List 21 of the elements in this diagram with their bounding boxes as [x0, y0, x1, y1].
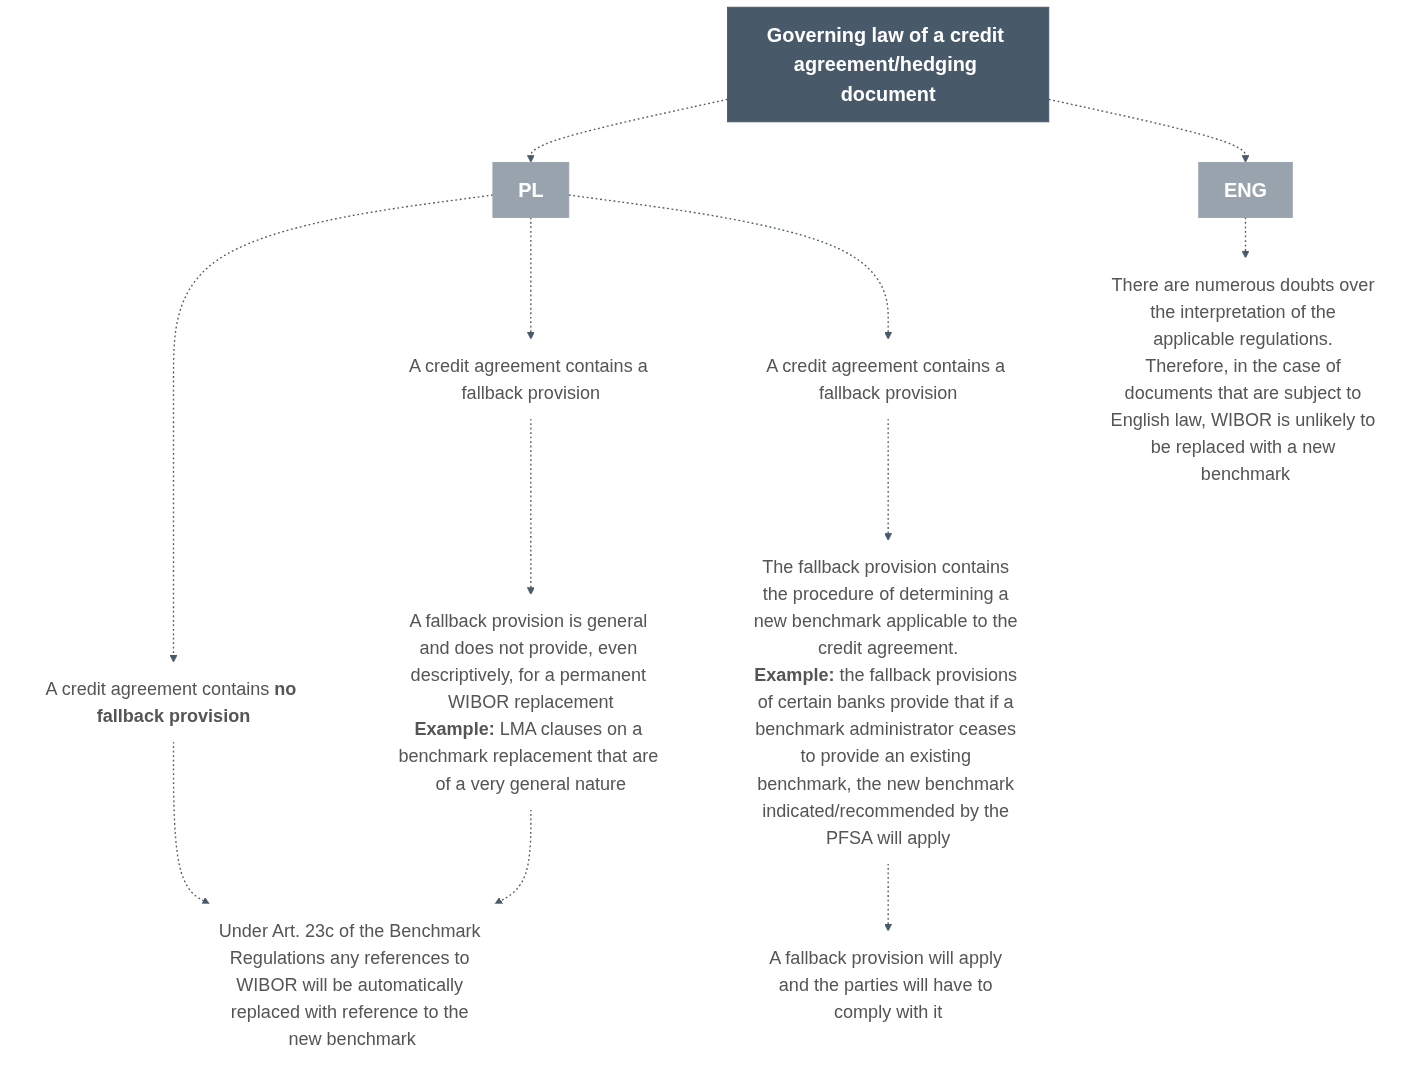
- node-text: A credit agreement contains a fallback provision: [766, 355, 1006, 403]
- node-text: A credit agreement contains no fallback provision: [45, 678, 297, 726]
- node-text: A fallback provision is general and does not provide, even descriptively, for a permanent WIBOR replacement Example: LMA clauses on a benchmark replacement that are of a very general nature: [398, 610, 659, 794]
- node-box: ENG: [1198, 161, 1293, 218]
- arrow: [172, 741, 210, 905]
- node-box: PL: [492, 161, 570, 218]
- arrow: [526, 216, 535, 340]
- node-box: Governing law of a credit agreement/hedging document: [727, 6, 1050, 123]
- arrow: [1048, 98, 1250, 163]
- arrow: [884, 418, 893, 541]
- arrow: [568, 194, 893, 340]
- arrow: [494, 808, 532, 905]
- arrow: [1241, 216, 1250, 259]
- node-text: A credit agreement contains a fallback provision: [408, 355, 648, 403]
- arrow: [526, 418, 535, 595]
- node-text: Under Art. 23c of the Benchmark Regulations any references to WIBOR will be automatically replaced with reference to the new benchmark: [218, 920, 481, 1049]
- node-text: There are numerous doubts over the interpretation of the applicable regulations. Therefore, in the case of documents that are subject to English law, WIBOR is unlikely to be replaced with a new benchmark: [1110, 274, 1376, 484]
- node-text: A fallback provision will apply and the parties will have to comply with it: [769, 947, 1003, 1022]
- node-text: The fallback provision contains the procedure of determining a new benchmark applicable to the credit agreement. Example: the fallback provisions of certain banks provide that if a benchmark administrator ceases to provide an existing benchmark, the new benchmark indicated/recommended by the PFSA will apply: [753, 556, 1018, 848]
- arrow: [526, 98, 729, 163]
- arrow: [884, 862, 893, 932]
